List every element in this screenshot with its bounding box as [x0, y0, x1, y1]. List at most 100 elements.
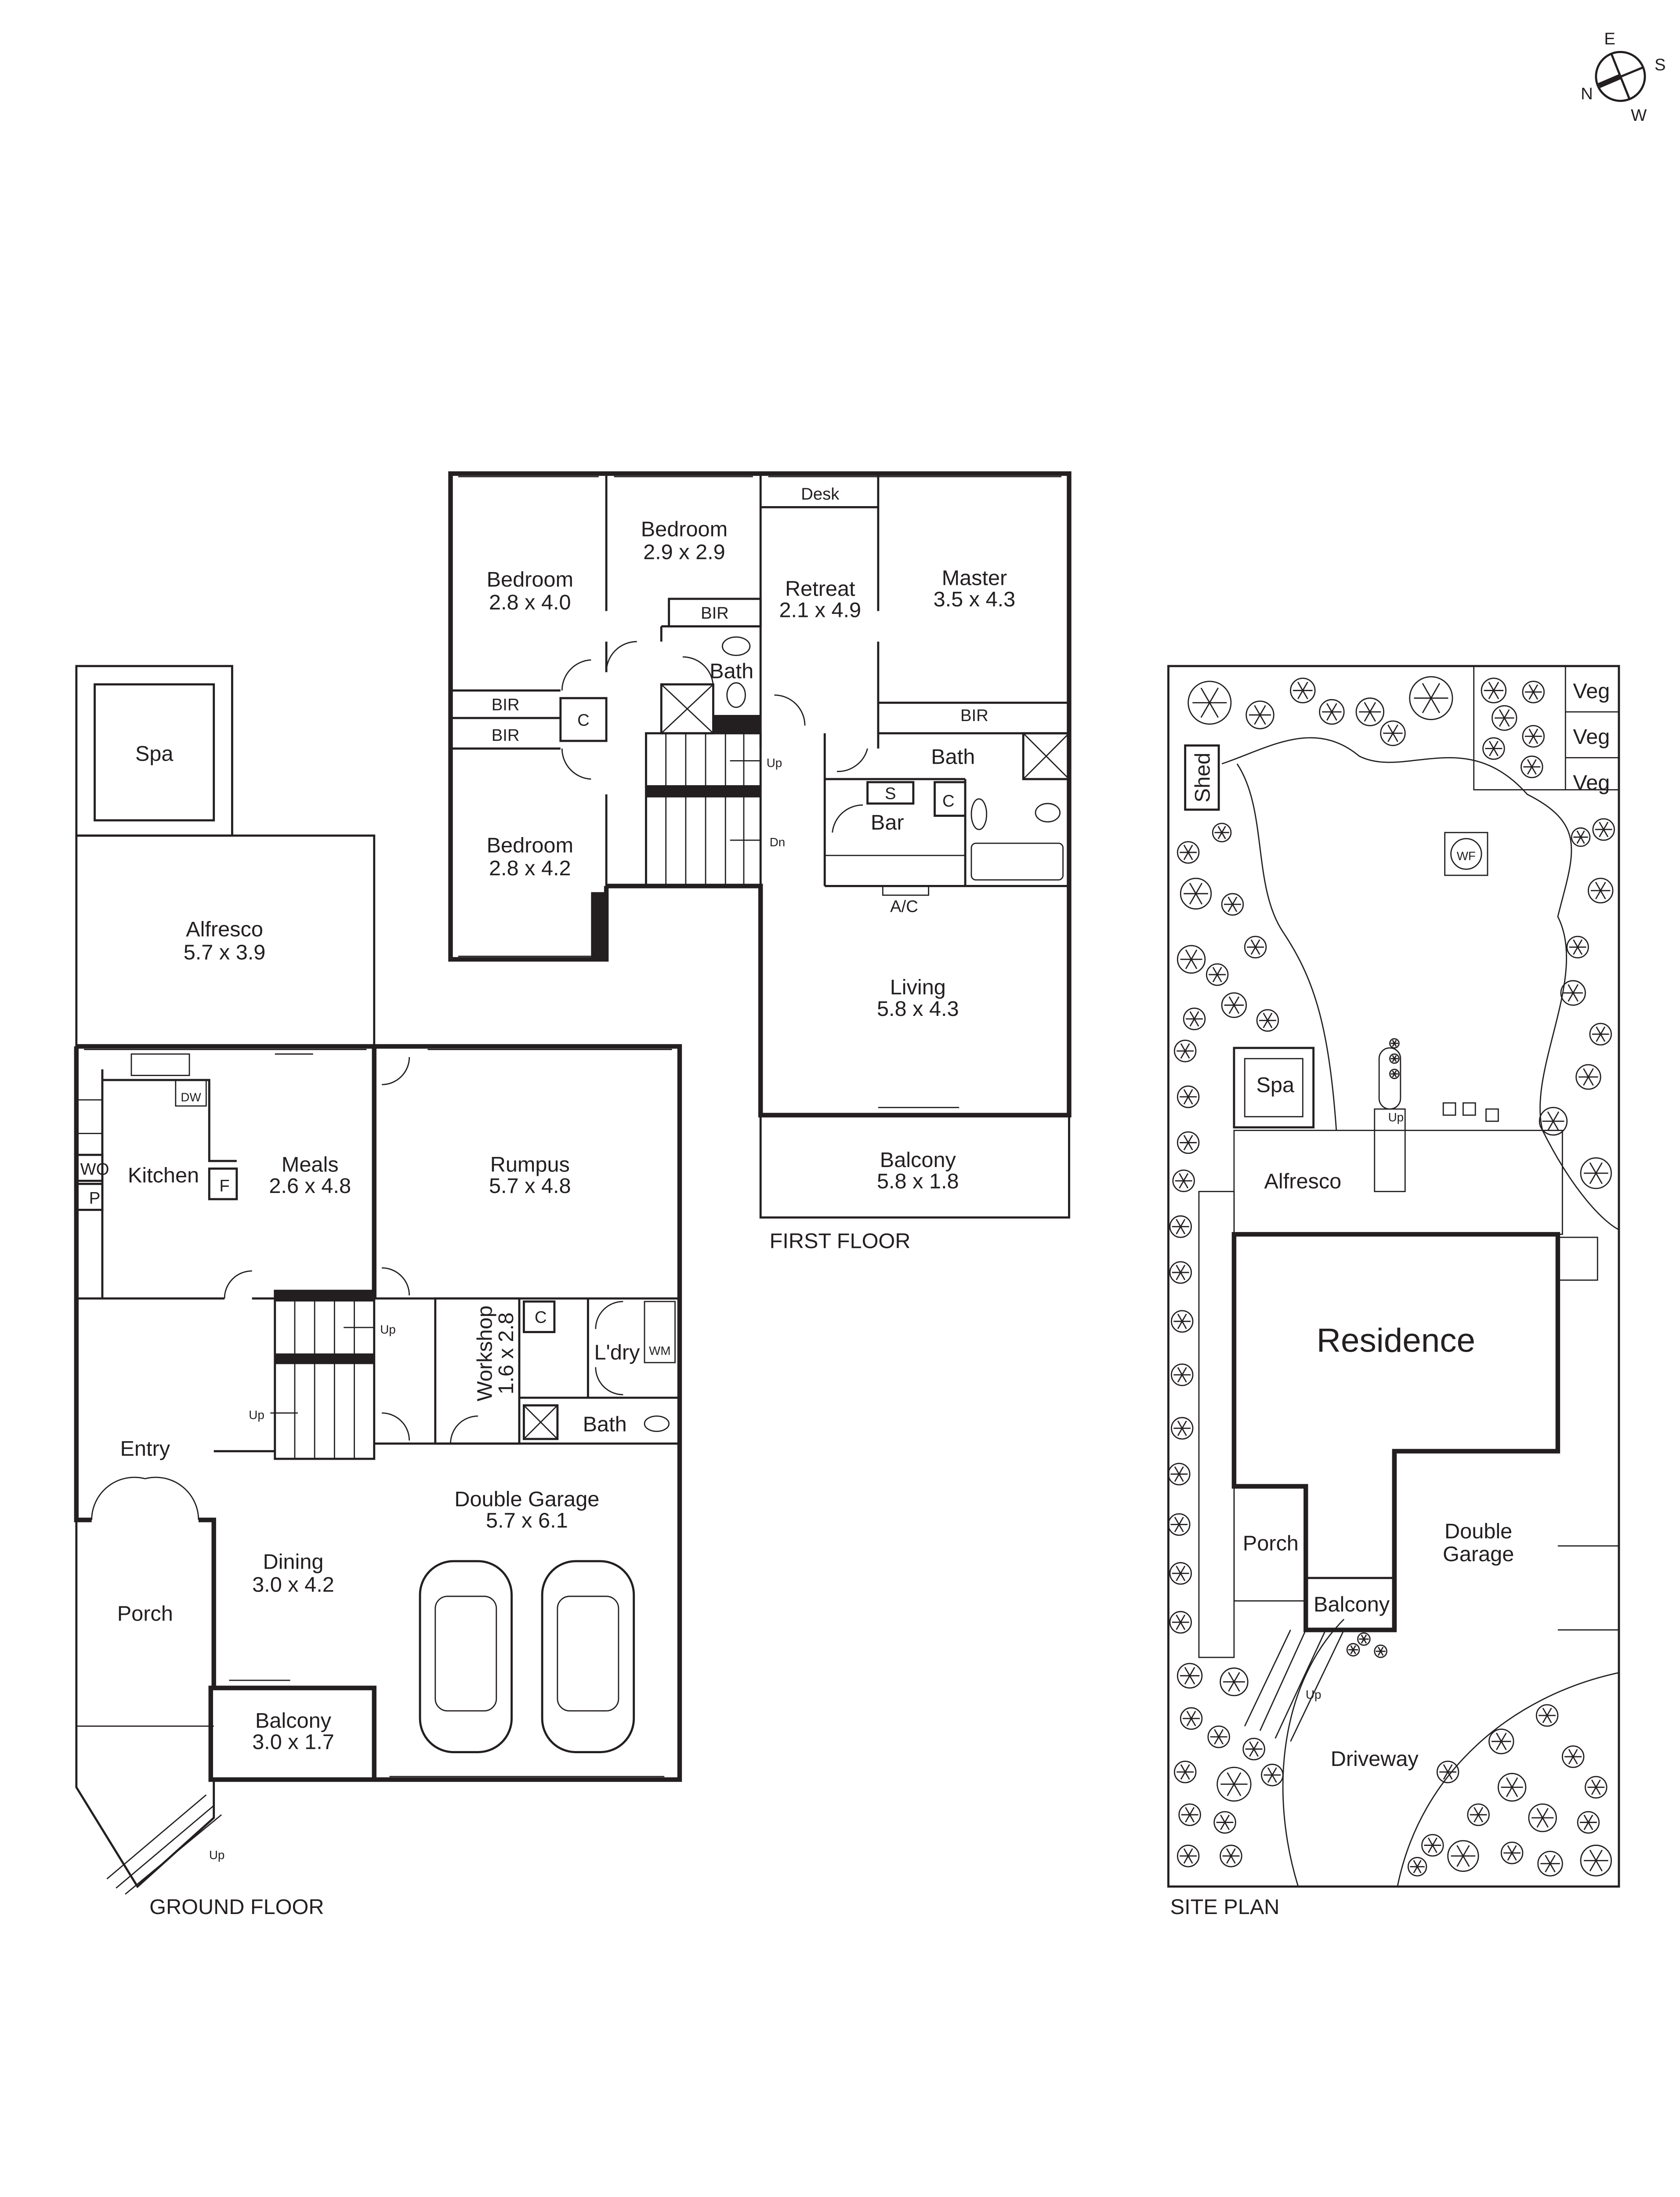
- desk-label: Desk: [801, 485, 840, 504]
- alfresco-name: Alfresco: [186, 917, 263, 941]
- bath-name: Bath: [583, 1412, 627, 1436]
- bedroom-dims: 2.9 x 2.9: [643, 540, 725, 564]
- tree-icon: [1178, 1803, 1201, 1826]
- bir-label: BIR: [492, 696, 520, 714]
- bedroom-name: Bedroom: [487, 568, 573, 591]
- compass-circle: [1595, 51, 1646, 102]
- tree-icon: [1588, 877, 1614, 904]
- tree-icon: [1355, 697, 1384, 726]
- retreat-dims: 2.1 x 4.9: [779, 598, 861, 622]
- tree-icon: [1467, 1803, 1490, 1826]
- master-dims: 3.5 x 4.3: [934, 587, 1016, 611]
- bar-label: Bar: [871, 811, 904, 834]
- living-dims: 5.8 x 4.3: [877, 997, 959, 1021]
- tree-icon: [1180, 1707, 1203, 1730]
- dining-dims: 3.0 x 4.2: [252, 1573, 334, 1596]
- tree-icon: [1206, 963, 1229, 986]
- tree-icon: [1389, 1053, 1400, 1064]
- bath-label: Bath: [710, 660, 753, 683]
- wood-fire-icon: [1450, 838, 1482, 870]
- bir-label: BIR: [701, 604, 729, 623]
- bedroom-name: Bedroom: [487, 834, 573, 857]
- tree-icon: [1407, 1856, 1427, 1877]
- tree-icon: [1319, 699, 1345, 725]
- tree-icon: [1561, 1745, 1585, 1768]
- closet-label: C: [577, 711, 590, 729]
- stair-up-label: Up: [767, 756, 782, 769]
- tree-icon: [1521, 755, 1543, 778]
- washing-machine-label: WM: [649, 1344, 670, 1358]
- balcony-label: Balcony: [1314, 1593, 1390, 1617]
- tree-icon: [1421, 1834, 1444, 1857]
- tree-icon: [1537, 1851, 1563, 1877]
- rumpus-dims: 5.7 x 4.8: [489, 1174, 571, 1198]
- bir-label: BIR: [492, 726, 520, 745]
- retreat-name: Retreat: [785, 577, 855, 601]
- tree-icon: [1535, 1704, 1559, 1727]
- tree-icon: [1220, 1845, 1242, 1867]
- porch-name: Porch: [117, 1602, 173, 1626]
- workshop-dims: 1.6 x 2.8: [494, 1312, 518, 1395]
- tree-icon: [1290, 678, 1316, 703]
- workshop-name: Workshop: [473, 1305, 496, 1401]
- bir-label: BIR: [960, 706, 988, 725]
- closet-label: C: [942, 792, 955, 811]
- tree-icon: [1220, 1667, 1249, 1697]
- tree-icon: [1389, 1038, 1400, 1049]
- compass: E S N W: [1581, 29, 1666, 125]
- floor-plan: E S N W: [74, 29, 1666, 1919]
- tree-icon: [1221, 893, 1244, 916]
- tree-icon: [1482, 737, 1505, 760]
- driveway-label: Driveway: [1331, 1747, 1419, 1771]
- tree-icon: [1380, 720, 1406, 746]
- garage-name: Double Garage: [454, 1487, 599, 1511]
- tree-icon: [1177, 1845, 1200, 1867]
- residence-footprint: [1231, 1232, 1561, 1632]
- tree-icon: [1256, 1009, 1279, 1032]
- closet-label: C: [535, 1308, 547, 1327]
- kitchen-name: Kitchen: [128, 1164, 199, 1187]
- tree-icon: [1170, 1310, 1194, 1333]
- site-up-label: Up: [1306, 1688, 1322, 1701]
- veg-label: Veg: [1573, 771, 1610, 794]
- site-plan-caption: SITE PLAN: [1170, 1895, 1280, 1919]
- s-label: S: [885, 784, 896, 803]
- tree-icon: [1177, 1085, 1200, 1108]
- garage-label: Double: [1445, 1519, 1512, 1543]
- compass-s: S: [1655, 55, 1666, 74]
- first-floor-plan: Up Dn Desk BIR BIR C BIR BIR Bath Bath B…: [448, 471, 1072, 1253]
- tree-icon: [1577, 1811, 1600, 1834]
- tree-icon: [1560, 980, 1586, 1006]
- first-floor-caption: FIRST FLOOR: [770, 1229, 911, 1253]
- tree-icon: [1244, 935, 1267, 959]
- tree-icon: [1539, 1107, 1568, 1136]
- compass-e: E: [1604, 29, 1615, 48]
- tree-icon: [1207, 1726, 1230, 1748]
- rumpus-name: Rumpus: [490, 1153, 570, 1176]
- ensuite-bath-label: Bath: [931, 745, 975, 769]
- site-up-label: Up: [1388, 1110, 1404, 1124]
- stair-dn-label: Dn: [770, 835, 786, 849]
- spa-outline: [94, 683, 215, 822]
- tree-icon: [1180, 877, 1212, 910]
- tree-icon: [1177, 841, 1200, 864]
- tree-icon: [1500, 1842, 1524, 1864]
- ground-floor-plan: DW F WO P Up Up C WM Up: [74, 665, 682, 1919]
- garage-label: Garage: [1443, 1542, 1514, 1566]
- tree-icon: [1177, 1131, 1200, 1154]
- tree-icon: [1589, 1022, 1612, 1046]
- balcony-dims: 3.0 x 1.7: [252, 1730, 334, 1754]
- ground-floor-caption: GROUND FLOOR: [149, 1895, 324, 1919]
- tree-icon: [1488, 1728, 1514, 1755]
- veg-label: Veg: [1573, 679, 1610, 703]
- balcony-name: Balcony: [255, 1709, 332, 1733]
- car-icon: [541, 1560, 635, 1753]
- balcony-name: Balcony: [880, 1148, 956, 1172]
- alfresco-dims: 5.7 x 3.9: [184, 940, 266, 964]
- residence-label: Residence: [1317, 1322, 1475, 1360]
- tree-icon: [1580, 1157, 1612, 1189]
- tree-icon: [1346, 1643, 1360, 1657]
- wf-label: WF: [1457, 849, 1476, 863]
- porch-label: Porch: [1243, 1532, 1299, 1555]
- tree-icon: [1580, 1845, 1612, 1877]
